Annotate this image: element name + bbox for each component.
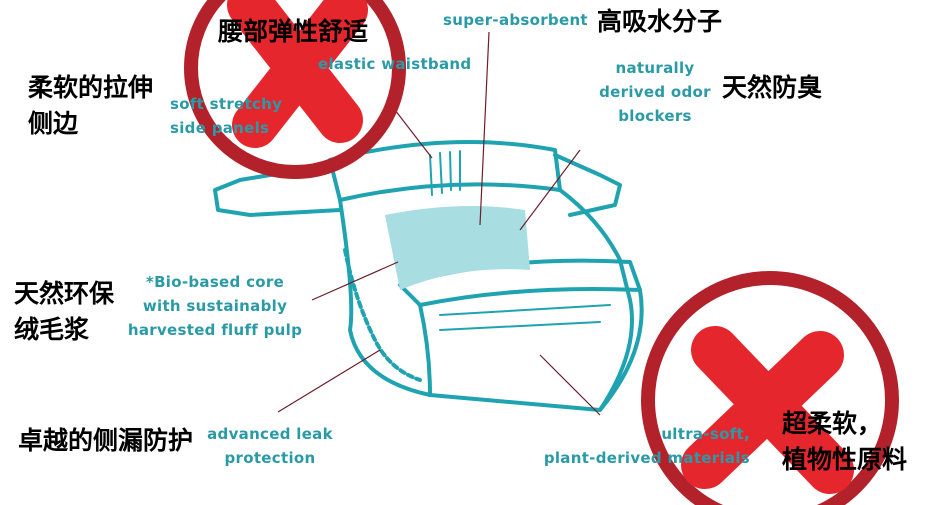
diaper-leak-cuff	[343, 248, 422, 382]
leader-line	[479, 31, 490, 226]
leader-line	[277, 349, 381, 413]
label-line: side panels	[170, 119, 270, 137]
cn-label-super-absorbent: 高吸水分子	[597, 7, 723, 36]
red-cross-prohibited-icon	[641, 271, 899, 505]
cn-label-waistband: 腰部弹性舒适	[218, 17, 369, 46]
cn-label-leak: 卓越的侧漏防护	[18, 426, 194, 455]
label-line: 植物性原料	[782, 445, 908, 474]
label-line: with sustainably	[142, 297, 288, 315]
label-line: plant-derived materials	[543, 449, 750, 467]
diaper-front-panel	[418, 288, 644, 412]
label-line: protection	[224, 449, 316, 467]
diaper-back-waistband	[328, 140, 562, 202]
label-line: 超柔软，	[782, 409, 883, 438]
label-line: advanced leak	[207, 425, 333, 443]
leader-line	[394, 109, 433, 159]
label-elastic-waistband: elastic waistband	[318, 55, 472, 73]
label-line: harvested fluff pulp	[127, 321, 303, 339]
label-line: derived odor	[599, 83, 711, 101]
label-line: naturally	[615, 59, 695, 77]
diaper-left-tab	[213, 163, 342, 217]
label-line: 绒毛浆	[14, 315, 90, 344]
cn-label-materials: 超柔软， 植物性原料	[782, 406, 907, 478]
label-line: ultra-soft,	[661, 425, 750, 443]
label-odor-blockers: naturally derived odor blockers	[590, 56, 720, 128]
label-line: 柔软的拉伸	[28, 73, 154, 102]
diaper-absorbent-core	[385, 206, 530, 290]
label-bio-core: *Bio-based core with sustainably harvest…	[120, 270, 310, 342]
label-super-absorbent: super-absorbent	[443, 11, 588, 29]
red-cross-prohibited-icon	[184, 0, 406, 179]
label-line: 天然环保	[14, 279, 115, 308]
label-line: soft stretchy	[170, 95, 283, 113]
cn-label-side-panels: 柔软的拉伸 侧边	[28, 70, 153, 142]
cn-label-odor: 天然防臭	[722, 73, 823, 102]
leader-line	[311, 261, 399, 301]
label-plant-materials: ultra-soft, plant-derived materials	[530, 422, 750, 470]
label-line: 侧边	[28, 109, 79, 138]
label-line: *Bio-based core	[145, 273, 285, 291]
diaper-right-tab	[553, 153, 622, 217]
label-leak-protection: advanced leak protection	[200, 422, 340, 470]
leader-line	[539, 354, 601, 416]
leader-line	[519, 149, 581, 231]
label-side-panels: soft stretchy side panels	[170, 92, 282, 140]
cn-label-core: 天然环保 绒毛浆	[14, 276, 114, 348]
label-line: blockers	[618, 107, 692, 125]
